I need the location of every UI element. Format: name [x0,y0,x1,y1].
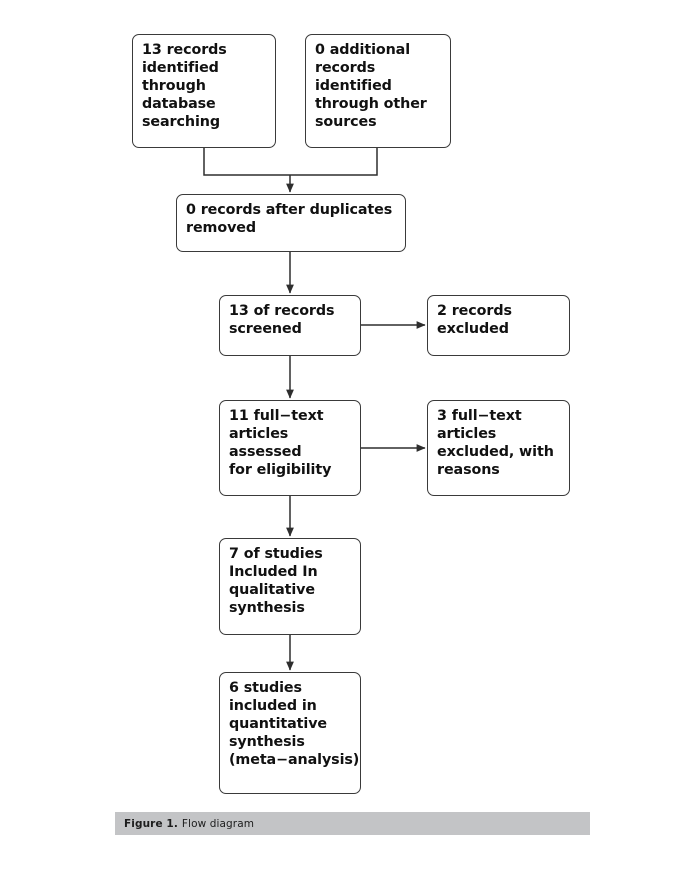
flow-box-full-text-articles-excluded: 3 full−text articles excluded, with reas… [427,400,570,496]
flow-box-records-after-duplicates-removed: 0 records after duplicates removed [176,194,406,252]
connector-identification-bus [203,148,378,176]
flow-box-studies-qualitative-synthesis: 7 of studies Included In qualitative syn… [219,538,361,635]
flow-box-records-identified-other-sources: 0 additional records identified through … [305,34,451,148]
flow-box-records-excluded: 2 records excluded [427,295,570,356]
flow-box-records-identified-database: 13 records identified through database s… [132,34,276,148]
figure-caption-text: Flow diagram [181,817,255,830]
flow-box-full-text-articles-assessed: 11 full−text articles assessed for eligi… [219,400,361,496]
flow-box-records-screened: 13 of records screened [219,295,361,356]
figure-caption: Figure 1. Flow diagram [115,812,590,835]
flow-box-studies-quantitative-synthesis: 6 studies included in quantitative synth… [219,672,361,794]
figure-caption-label: Figure 1. [124,817,178,830]
